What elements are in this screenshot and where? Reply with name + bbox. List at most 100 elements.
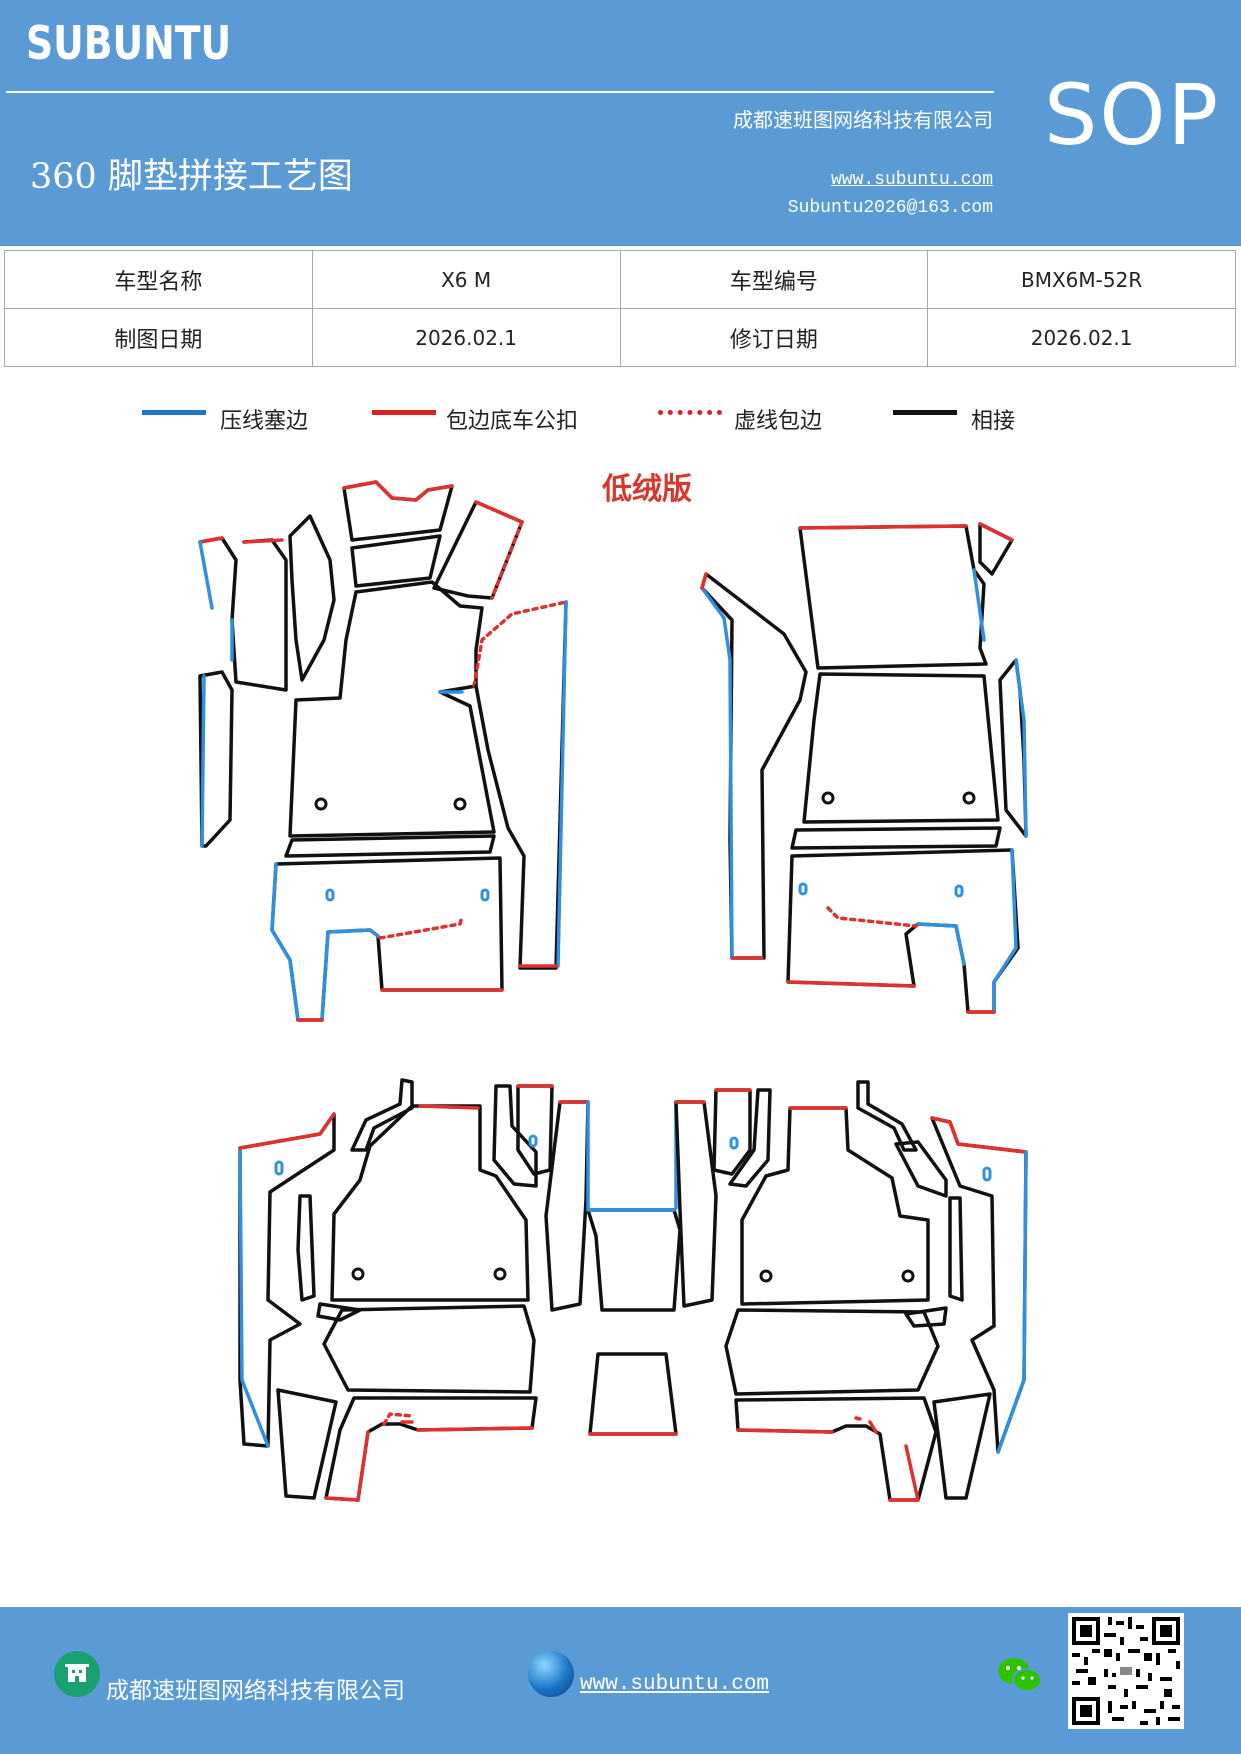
model-code-value: BMX6M-52R [927,250,1236,309]
mat-edge-red [798,524,968,530]
mat-piece [238,1112,336,1448]
mount-hole [493,1267,507,1281]
mat-edge-red [700,572,764,960]
mat-piece [786,848,1020,1014]
mat-edge-red [786,980,996,1014]
mat-edge-red [296,988,504,1022]
floor-mat-diagram [198,480,1028,1502]
mat-edge-blue [270,862,380,1022]
mat-edge-blue [700,586,734,960]
mat-piece [284,834,496,858]
building-icon [54,1651,100,1697]
draw-date-value: 2026.02.1 [311,308,621,367]
mat-piece [948,1196,964,1302]
mat-edge-dotted [854,1416,866,1422]
mat-edge-blue [916,848,1018,1014]
mount-hole [821,791,835,805]
mat-piece [674,1100,718,1308]
mat-piece [350,1078,414,1152]
mat-edge-dotted [378,914,464,940]
mat-piece [330,1104,530,1302]
mat-piece [324,1396,538,1502]
blue-line-swatch [142,410,206,415]
mount-slot [954,884,964,898]
header-email: Subuntu2026@163.com [787,198,993,218]
table-row: 制图日期 2026.02.1 修订日期 2026.02.1 [4,308,1236,367]
mount-hole [901,1269,915,1283]
black-line-swatch [893,410,957,415]
mat-piece [724,1308,940,1396]
mat-piece [932,1392,992,1500]
table-row: 车型名称 X6 M 车型编号 BMX6M-52R [4,250,1236,309]
mat-edge-dotted [472,600,568,688]
mat-edge-red [198,536,284,544]
legend-label: 包边底车公扣 [446,409,579,434]
red-dotted-swatch [658,410,722,415]
mat-edge-red [930,1116,1028,1154]
mat-edge-red [474,500,524,524]
mat-piece [288,514,336,682]
info-table: 车型名称 X6 M 车型编号 BMX6M-52R 制图日期 2026.02.1 … [4,250,1236,367]
mat-piece [316,1302,362,1322]
mat-piece [586,1208,682,1312]
mat-edge-dotted [490,520,524,600]
mat-piece [198,536,288,692]
header-company: 成都速班图网络科技有限公司 [733,108,993,132]
mat-piece [904,1306,948,1328]
front-right-mat-group [700,522,1028,1014]
red-line-swatch [372,410,436,415]
revise-date-label: 修订日期 [619,308,929,367]
mount-hole [453,797,467,811]
mat-piece [798,524,988,670]
globe-icon [528,1651,574,1697]
rear-mat-group [238,1078,1028,1502]
mat-edge-blue [238,1146,270,1448]
mount-slot [528,1134,538,1148]
mat-edge-blue [198,540,234,662]
mat-piece [474,600,568,970]
mat-piece [802,672,1000,824]
mat-piece [790,826,1002,850]
legend: 压线塞边 包边底车公扣 虚线包边 相接 [0,394,1241,434]
header-website-link[interactable]: www.subuntu.com [830,170,993,190]
legend-label: 虚线包边 [734,409,823,434]
mat-edge-red [978,522,1014,542]
mat-piece [342,480,454,542]
mount-slot [274,1160,284,1176]
mat-edge-blue [972,568,986,642]
mount-slot [982,1166,992,1182]
legend-label: 相接 [971,409,1016,434]
mat-edge-red [324,1420,534,1502]
mat-edge-dotted [382,1412,414,1426]
mat-edge-red [238,1112,336,1150]
mount-hole [962,791,976,805]
model-code-label: 车型编号 [619,250,929,309]
footer-website-link[interactable]: www.subuntu.com [580,1673,770,1696]
mat-piece [588,1352,678,1436]
mat-edge-blue [200,674,206,848]
diagram-caption: 低绒版 [602,472,692,507]
model-name-label: 车型名称 [4,250,313,309]
model-name-value: X6 M [311,250,621,309]
header-divider [6,91,994,93]
legend-label: 压线塞边 [220,409,309,434]
brand-logo: SUBUNTU [26,16,232,70]
mat-edge-blue [586,1100,678,1210]
mat-piece [296,1194,316,1302]
mat-piece [700,572,808,960]
mat-edge-dotted [826,906,918,928]
mat-edge-blue [1014,658,1028,838]
mat-piece [728,1088,772,1188]
mat-edge-red [736,1420,920,1502]
wechat-icon[interactable] [996,1655,1044,1697]
draw-date-label: 制图日期 [4,308,313,367]
front-left-mat-group [198,480,568,1022]
footer-banner: 成都速班图网络科技有限公司 www.subuntu.com [0,1607,1241,1754]
mount-hole [351,1267,365,1281]
mat-piece [492,1084,538,1188]
qr-code [1068,1613,1184,1729]
footer-company: 成都速班图网络科技有限公司 [106,1678,405,1704]
mat-edge-blue [556,600,568,968]
mat-piece [350,534,442,588]
mat-piece [288,580,496,838]
